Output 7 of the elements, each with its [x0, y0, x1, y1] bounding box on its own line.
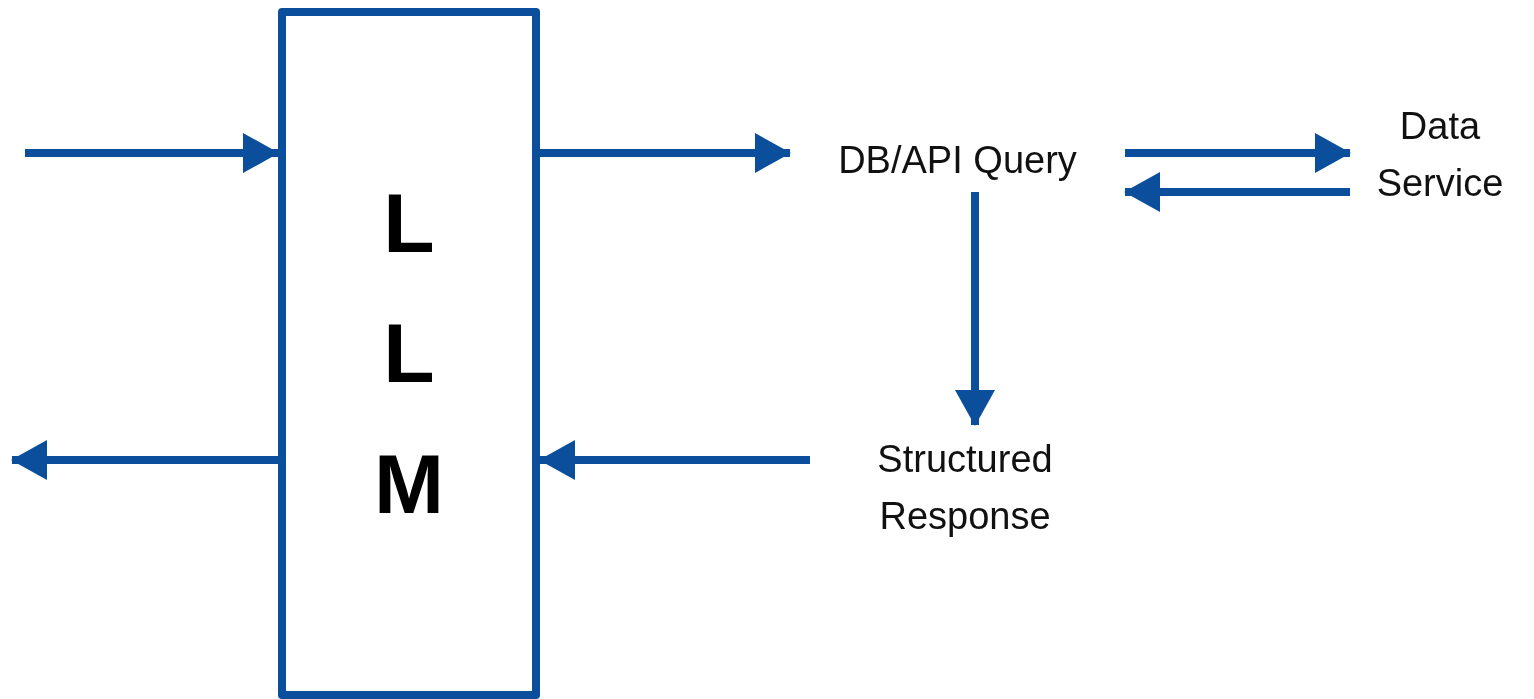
step-label: Structured Response — [876, 436, 1054, 539]
llm-box — [278, 8, 540, 699]
box-title: LLM — [373, 175, 445, 533]
arrow — [11, 440, 278, 480]
step-label: DB/API Query — [838, 137, 1077, 183]
arrow — [540, 133, 791, 173]
step-label: Data Service — [1375, 104, 1505, 206]
